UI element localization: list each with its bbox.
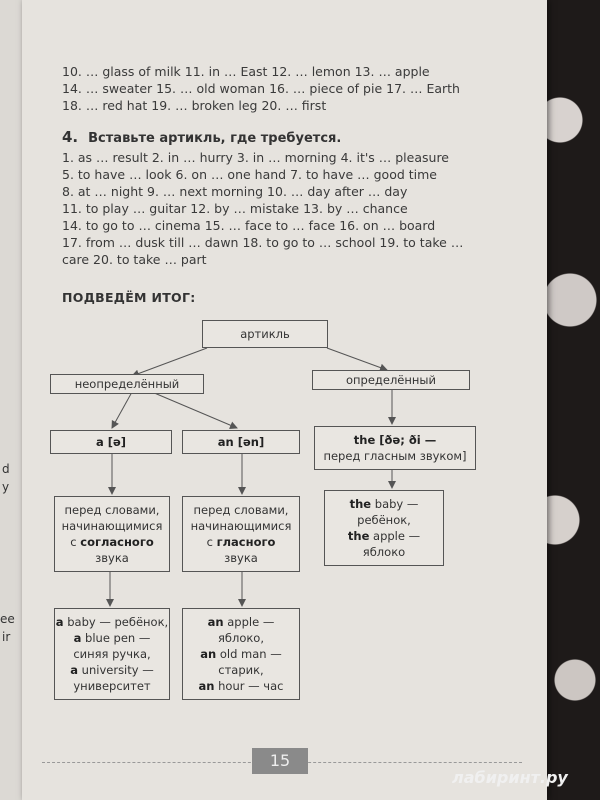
a-article-box: a [ə]	[50, 430, 172, 454]
example-line: a university —	[70, 662, 153, 678]
indefinite-box: неопределённый	[50, 374, 204, 394]
example-text: apple —	[223, 615, 275, 629]
rule-keyword: гласного	[216, 535, 276, 549]
prev-fragment: ee	[0, 612, 15, 626]
exercise-line: 18. … red hat 19. … broken leg 20. … fir…	[62, 98, 327, 113]
exercise-line: 8. at … night 9. … next morning 10. … da…	[62, 184, 408, 199]
exercise-line: care 20. to take … part	[62, 252, 207, 267]
example-line: a blue pen —	[74, 630, 151, 646]
the-article-line1: the [ðə; ði —	[353, 433, 437, 447]
a-examples-box: a baby — ребёнок,a blue pen —синяя ручка…	[54, 608, 170, 700]
summary-title: ПОДВЕДЁМ ИТОГ:	[62, 290, 196, 305]
example-line: an old man —	[200, 646, 282, 662]
example-text: синяя ручка,	[73, 647, 151, 661]
rule-line: начинающимися	[61, 519, 163, 533]
rule-line: перед словами,	[193, 503, 289, 517]
example-line: an apple —	[208, 614, 275, 630]
example-line: синяя ручка,	[73, 646, 150, 662]
example-text: university —	[78, 663, 154, 677]
article-word: an	[200, 647, 217, 661]
exercise-number: 4.	[62, 128, 79, 146]
watermark-logo: лабиринт.ру	[452, 768, 568, 787]
an-article-box: an [ən]	[182, 430, 300, 454]
exercise-line: 1. as … result 2. in … hurry 3. in … mor…	[62, 150, 449, 165]
an-rule-box: перед словами, начинающимися с гласного …	[182, 496, 300, 572]
example-line: яблоко	[363, 544, 405, 560]
example-line: a baby — ребёнок,	[56, 614, 168, 630]
example-line: университет	[73, 678, 150, 694]
example-line: яблоко,	[218, 630, 264, 646]
example-line: an hour — час	[199, 678, 284, 694]
article-word: a	[70, 663, 79, 677]
definite-box: определённый	[312, 370, 470, 390]
example-text: ребёнок,	[357, 513, 411, 527]
rule-keyword: согласного	[80, 535, 154, 549]
book-page: 10. … glass of milk 11. in … East 12. … …	[22, 0, 547, 800]
an-article-label: an [ən]	[217, 435, 265, 449]
a-article-label: a [ə]	[95, 435, 127, 449]
article-word: an	[207, 615, 224, 629]
example-line: старик,	[218, 662, 263, 678]
a-rule-box: перед словами, начинающимися с согласног…	[54, 496, 170, 572]
the-examples-box: the baby —ребёнок,the apple —яблоко	[324, 490, 444, 566]
article-word: the	[347, 529, 370, 543]
example-text: старик,	[218, 663, 264, 677]
example-text: blue pen —	[81, 631, 151, 645]
article-word: an	[198, 679, 215, 693]
example-text: яблоко,	[217, 631, 265, 645]
rule-line: начинающимися	[190, 519, 292, 533]
exercise-line: 5. to have … look 6. on … one hand 7. to…	[62, 167, 437, 182]
rule-line: перед словами,	[64, 503, 160, 517]
example-line: ребёнок,	[357, 512, 411, 528]
exercise-line: 14. to go to … cinema 15. … face to … fa…	[62, 218, 436, 233]
example-line: the apple —	[348, 528, 420, 544]
exercise-heading: 4. Вставьте артикль, где требуется.	[62, 128, 341, 146]
example-text: baby —	[371, 497, 419, 511]
an-examples-box: an apple —яблоко,an old man —старик,an h…	[182, 608, 300, 700]
rule-line: звука	[224, 551, 258, 565]
root-article-box: артикль	[202, 320, 328, 348]
rule-line: звука	[95, 551, 129, 565]
exercise-line: 11. to play … guitar 12. by … mistake 13…	[62, 201, 408, 216]
prev-fragment: y	[2, 480, 10, 494]
prev-fragment: ir	[2, 630, 11, 644]
exercise-line: 17. from … dusk till … dawn 18. to go to…	[62, 235, 464, 250]
exercise-line: 14. … sweater 15. … old woman 16. … piec…	[62, 81, 460, 96]
example-text: hour — час	[214, 679, 284, 693]
rule-line: с	[70, 535, 81, 549]
page-number: 15	[252, 748, 308, 774]
example-text: apple —	[369, 529, 421, 543]
example-text: яблоко	[362, 545, 406, 559]
example-text: baby — ребёнок,	[63, 615, 169, 629]
rule-line: с	[206, 535, 217, 549]
article-word: a	[55, 615, 64, 629]
previous-page-edge: d y ee ir	[0, 0, 22, 800]
example-text: университет	[73, 679, 151, 693]
example-text: old man —	[216, 647, 282, 661]
the-article-line2: перед гласным звуком]	[323, 449, 467, 463]
exercise-line: 10. … glass of milk 11. in … East 12. … …	[62, 64, 430, 79]
article-word: the	[349, 497, 372, 511]
prev-fragment: d	[2, 462, 10, 476]
example-line: the baby —	[350, 496, 419, 512]
exercise-title: Вставьте артикль, где требуется.	[88, 131, 342, 146]
article-word: a	[73, 631, 82, 645]
the-article-box: the [ðə; ði — перед гласным звуком]	[314, 426, 476, 470]
